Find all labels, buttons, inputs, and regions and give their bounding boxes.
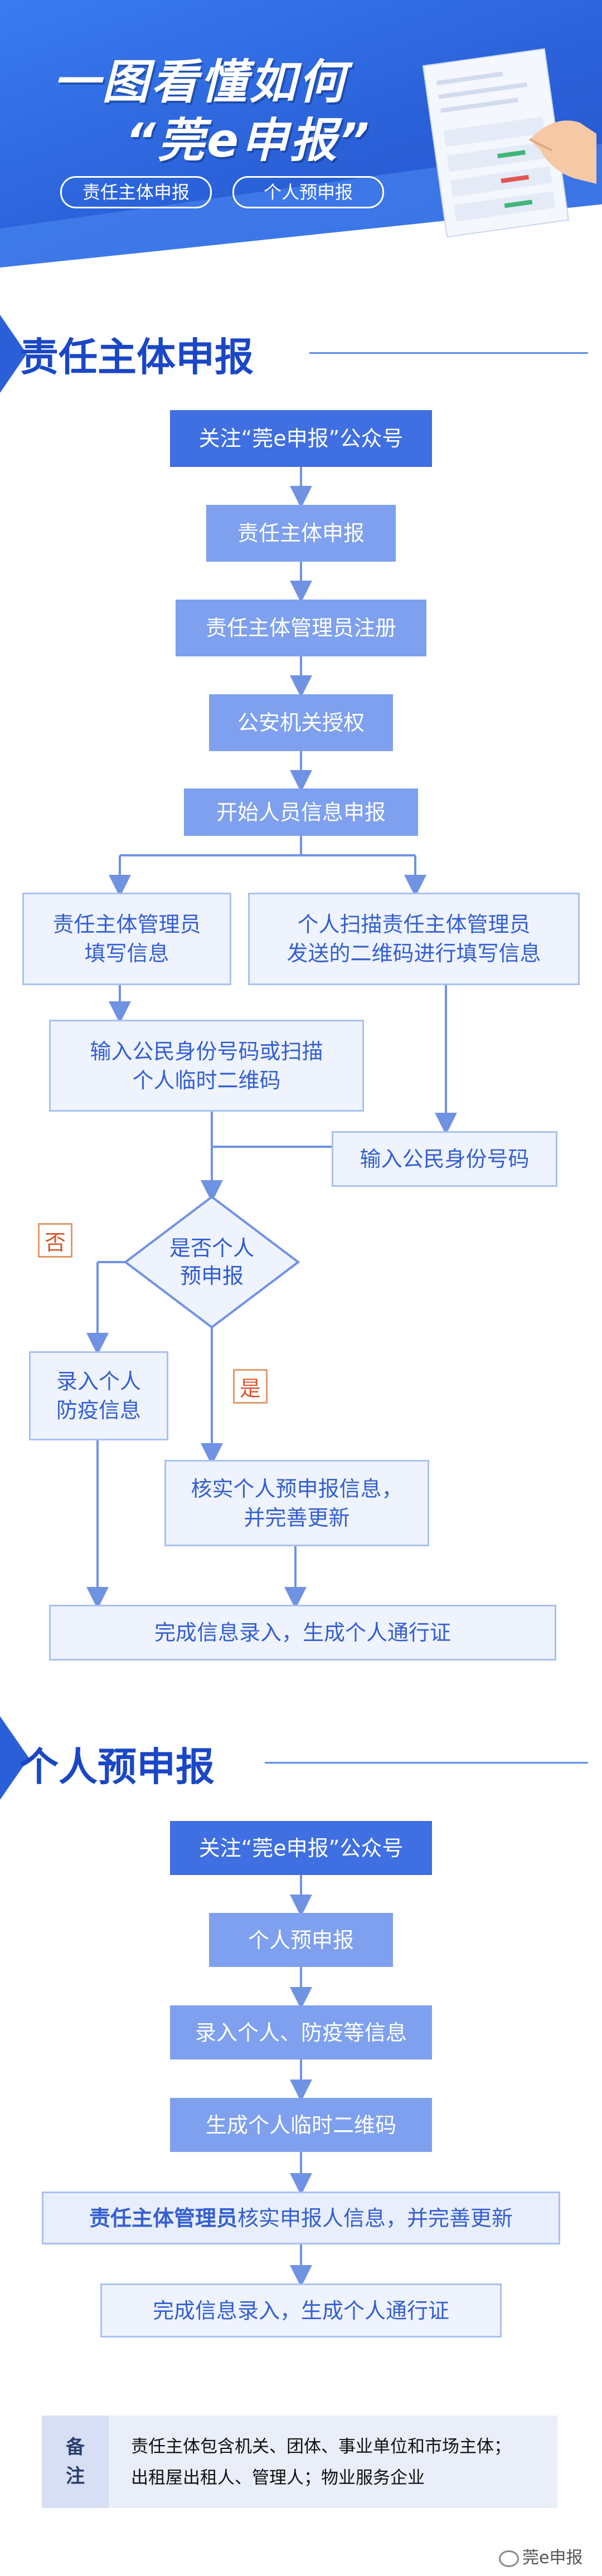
note-label-char1: 备 [66, 2436, 85, 2458]
section1-title: 责任主体申报 [20, 334, 254, 380]
note-text: 责任主体包含机关、团体、事业单位和市场主体； 出租屋出租人、管理人；物业服务企业 [131, 2431, 511, 2494]
decision-text: 是否个人 预申报 [169, 1236, 254, 1288]
wechat-icon [499, 2550, 519, 2567]
decision-diamond [123, 1195, 300, 1329]
step-admin-register[interactable]: 责任主体管理员注册 [176, 600, 426, 656]
no-branch-epidemic-info[interactable]: 录入个人 防疫信息 [29, 1351, 168, 1440]
note-box: 备 注 责任主体包含机关、团体、事业单位和市场主体； 出租屋出租人、管理人；物业… [42, 2416, 557, 2508]
s2-final-pass[interactable]: 完成信息录入，生成个人通行证 [100, 2283, 502, 2338]
s2-step-generate-qr[interactable]: 生成个人临时二维码 [170, 2098, 432, 2152]
step-entity-declaration[interactable]: 责任主体申报 [206, 505, 396, 562]
step-police-authorize[interactable]: 公安机关授权 [209, 694, 393, 751]
section1-final-pass[interactable]: 完成信息录入，生成个人通行证 [49, 1605, 556, 1660]
note-label: 备 注 [42, 2416, 109, 2508]
s2-step-admin-verify[interactable]: 责任主体管理员核实申报人信息，并完善更新 [42, 2192, 560, 2244]
header-title-line2: “莞e申报” [125, 113, 372, 168]
watermark: 莞e申报 [499, 2544, 582, 2568]
step-start-declaration[interactable]: 开始人员信息申报 [184, 788, 418, 836]
watermark-text: 莞e申报 [522, 2548, 583, 2568]
yes-label: 是 [233, 1369, 268, 1404]
s2-step-personal-declaration[interactable]: 个人预申报 [209, 1913, 393, 1967]
s2-step-follow-account[interactable]: 关注“莞e申报”公众号 [170, 1821, 432, 1875]
left-branch-admin-fill[interactable]: 责任主体管理员 填写信息 [22, 893, 231, 985]
section1-rule [309, 352, 588, 354]
admin-verify-rest: 核实申报人信息，并完善更新 [237, 2205, 513, 2231]
pill-entity-declaration[interactable]: 责任主体申报 [60, 176, 212, 208]
right-branch-scan-qr[interactable]: 个人扫描责任主体管理员 发送的二维码进行填写信息 [248, 893, 580, 985]
yes-branch-verify-update[interactable]: 核实个人预申报信息， 并完善更新 [164, 1460, 429, 1546]
no-label: 否 [38, 1223, 72, 1258]
section2-title: 个人预申报 [20, 1744, 215, 1790]
right-input-id[interactable]: 输入公民身份号码 [332, 1131, 557, 1187]
note-label-char2: 注 [66, 2465, 85, 2487]
section2-marker [0, 1716, 29, 1800]
header-title-line1: 一图看懂如何 [53, 55, 348, 109]
s2-step-enter-info[interactable]: 录入个人、防疫等信息 [170, 2005, 432, 2059]
document-hand-illustration [422, 48, 596, 238]
pill-personal-declaration[interactable]: 个人预申报 [232, 176, 384, 208]
admin-verify-bold: 责任主体管理员 [89, 2205, 237, 2231]
left-input-id-or-qr[interactable]: 输入公民身份号码或扫描 个人临时二维码 [49, 1020, 364, 1112]
step-follow-account[interactable]: 关注“莞e申报”公众号 [170, 410, 432, 467]
header-banner: 一图看懂如何 “莞e申报” 责任主体申报 个人预申报 [0, 0, 602, 281]
section1-marker [0, 315, 27, 393]
note-line1: 责任主体包含机关、团体、事业单位和市场主体； [131, 2437, 511, 2457]
note-line2: 出租屋出租人、管理人；物业服务企业 [131, 2468, 425, 2488]
section2-rule [265, 1762, 588, 1764]
